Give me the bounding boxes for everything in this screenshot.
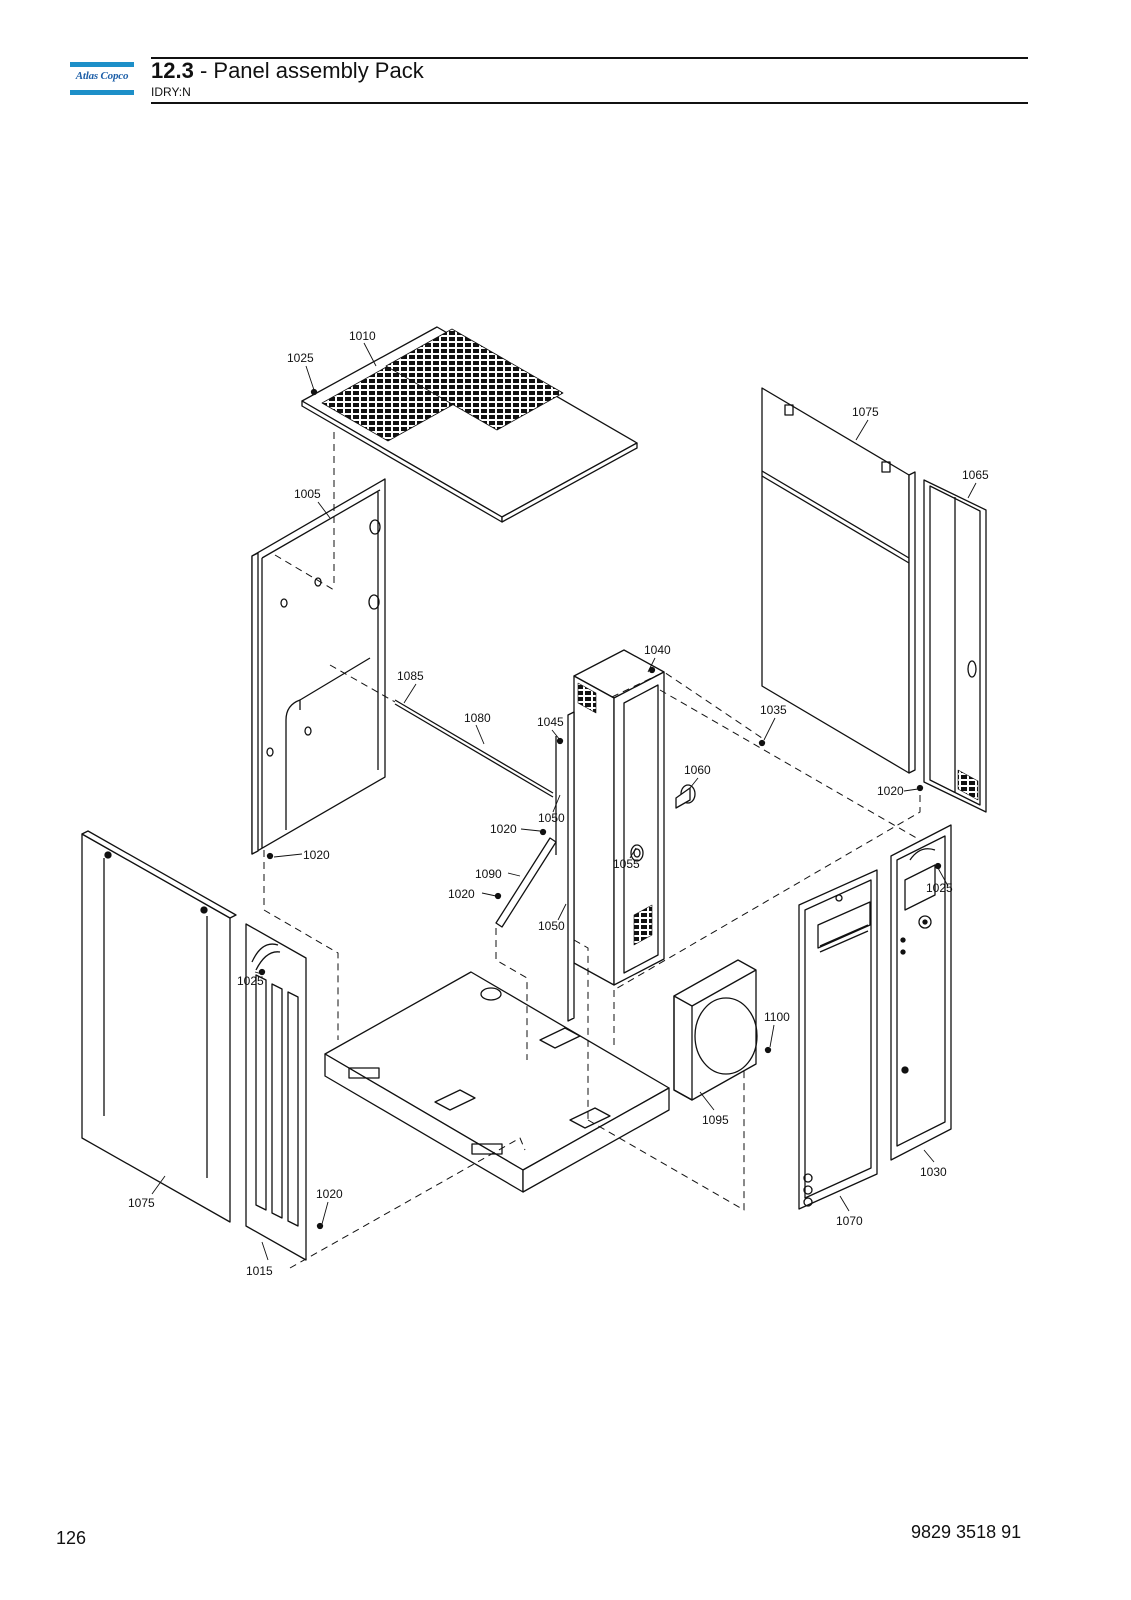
callout-1030: 1030	[920, 1165, 947, 1179]
callout-1075-right: 1075	[852, 405, 879, 419]
part-1040-central-column	[573, 649, 696, 986]
part-1070-front-door	[798, 869, 878, 1210]
callout-1085: 1085	[397, 669, 424, 683]
logo-bar-bottom	[70, 90, 134, 95]
callout-1015: 1015	[246, 1264, 273, 1278]
part-1050-strips	[555, 711, 575, 1022]
callout-1040: 1040	[644, 643, 671, 657]
callout-1025-right: 1025	[926, 881, 953, 895]
part-1010-roof-panel	[301, 326, 638, 523]
part-1075-front-door	[81, 830, 237, 1223]
callout-1010: 1010	[349, 329, 376, 343]
part-1075-rear-panel	[761, 387, 916, 774]
logo-wordmark: Atlas Copco	[75, 70, 129, 82]
callout-1060: 1060	[684, 763, 711, 777]
part-1015-frame-panel	[245, 923, 307, 1261]
part-1065-narrow-panel	[923, 479, 987, 813]
section-number: 12.3	[151, 58, 194, 83]
page-number: 126	[56, 1528, 87, 1548]
logo-bar-top	[70, 62, 134, 67]
callout-1035: 1035	[760, 703, 787, 717]
section-title: Panel assembly Pack	[213, 58, 424, 83]
callout-1050-a: 1050	[538, 811, 565, 825]
callout-1050-b: 1050	[538, 919, 565, 933]
part-1090-bracket	[495, 837, 557, 928]
part-1005-side-panel	[251, 478, 386, 855]
document-number: 9829 3518 91	[911, 1522, 1022, 1542]
title-separator: -	[193, 58, 214, 83]
callout-1045: 1045	[537, 715, 564, 729]
header-rule-top	[151, 57, 1028, 59]
assembly-guide-lines	[263, 432, 921, 1269]
callout-1080: 1080	[464, 711, 491, 725]
callout-1070: 1070	[836, 1214, 863, 1228]
header-rule-bottom	[151, 102, 1028, 104]
callout-1100: 1100	[764, 1010, 790, 1024]
part-1030-control-panel	[890, 824, 952, 1161]
part-1095-fan-housing	[673, 959, 758, 1101]
page-title: 12.3 - Panel assembly Pack	[151, 58, 424, 84]
callout-1095: 1095	[702, 1113, 729, 1127]
callout-1075-left: 1075	[128, 1196, 155, 1210]
atlas-copco-logo: Atlas Copco	[70, 62, 134, 96]
callout-1020-panel: 1020	[303, 848, 330, 862]
callout-1020-left: 1020	[448, 887, 475, 901]
page-subtitle: IDRY:N	[151, 85, 191, 99]
part-1080-rail	[394, 699, 554, 798]
callout-1020-mid: 1020	[490, 822, 517, 836]
callout-1020-bottom: 1020	[316, 1187, 343, 1201]
callout-1025-top: 1025	[287, 351, 314, 365]
part-base-frame	[324, 971, 670, 1193]
leader-lines	[151, 342, 977, 1261]
callout-1090: 1090	[475, 867, 502, 881]
callout-1005: 1005	[294, 487, 321, 501]
callout-1055: 1055	[613, 857, 640, 871]
callout-1065: 1065	[962, 468, 989, 482]
callout-1020-right: 1020	[877, 784, 904, 798]
callout-labels: 1010 1025 1005 1085 1080 1045 1040 1035 …	[128, 329, 989, 1278]
callout-1025-left: 1025	[237, 974, 264, 988]
